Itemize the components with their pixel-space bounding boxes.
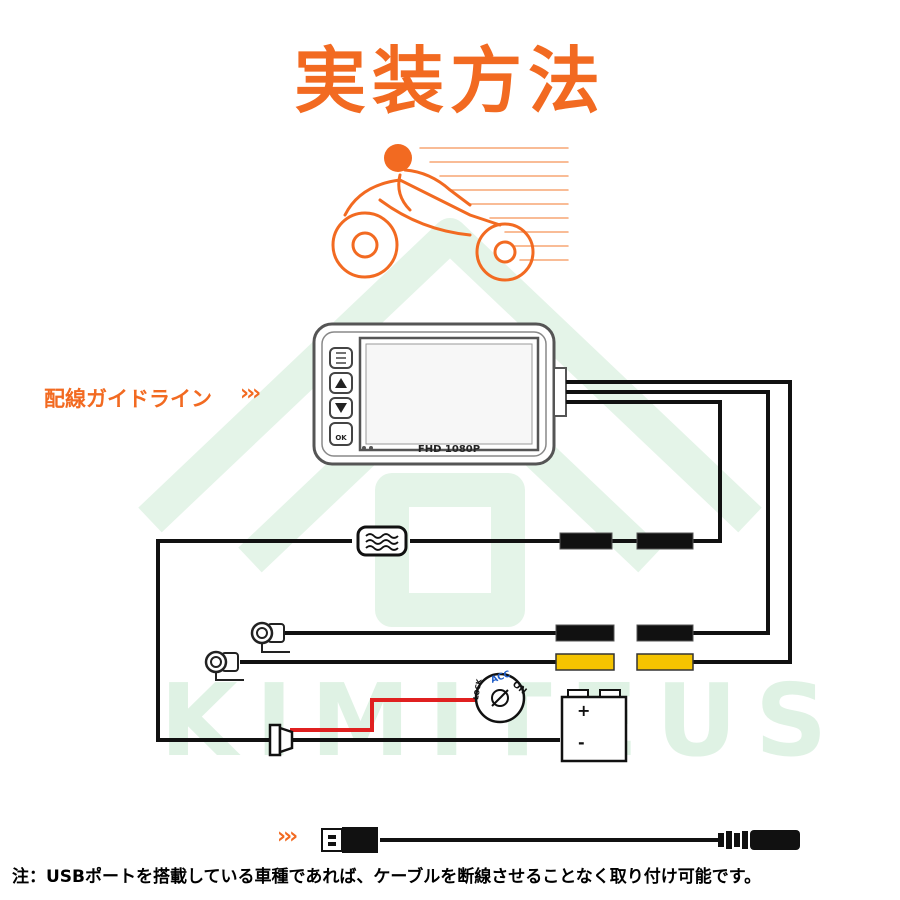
- guide-arrows-icon: ›››: [240, 381, 261, 406]
- connector-black-2a: [555, 624, 615, 642]
- screen-label: FHD 1080P: [418, 444, 480, 455]
- connector-black-1b: [636, 532, 694, 550]
- usb-arrows-icon: ›››: [277, 824, 298, 849]
- page-title: 実装方法: [293, 39, 606, 123]
- menu-button: [329, 347, 353, 369]
- battery-minus: -: [578, 733, 585, 752]
- wires: [156, 380, 792, 842]
- acc-power-wire: [290, 698, 478, 732]
- ground-terminal: [268, 723, 294, 757]
- connector-yellow-3a: [555, 653, 615, 671]
- front-camera: [250, 621, 290, 653]
- battery-plus: +: [577, 701, 590, 720]
- usb-cable: [321, 827, 800, 853]
- down-button: [329, 397, 353, 419]
- noise-filter-module: [356, 525, 408, 557]
- battery: + -: [560, 689, 628, 763]
- up-button: [329, 372, 353, 394]
- power-ok-button: OK: [329, 422, 353, 446]
- connector-yellow-3b: [636, 653, 694, 671]
- rear-camera: [204, 650, 244, 681]
- ignition-switch: ACC ON LOCK: [472, 669, 528, 724]
- connector-black-1a: [559, 532, 613, 550]
- dashcam-device: OK FHD 1080P: [312, 322, 567, 466]
- connector-black-2b: [636, 624, 694, 642]
- ok-label: OK: [335, 434, 347, 442]
- lock-label: LOCK: [472, 678, 484, 700]
- wiring-guide-label: 配線ガイドライン: [44, 387, 212, 411]
- motorcycle-rider-illustration: [331, 144, 569, 282]
- installation-note: 注：USBポートを搭載している車種であれば、ケーブルを断線させることなく取り付け…: [12, 867, 762, 887]
